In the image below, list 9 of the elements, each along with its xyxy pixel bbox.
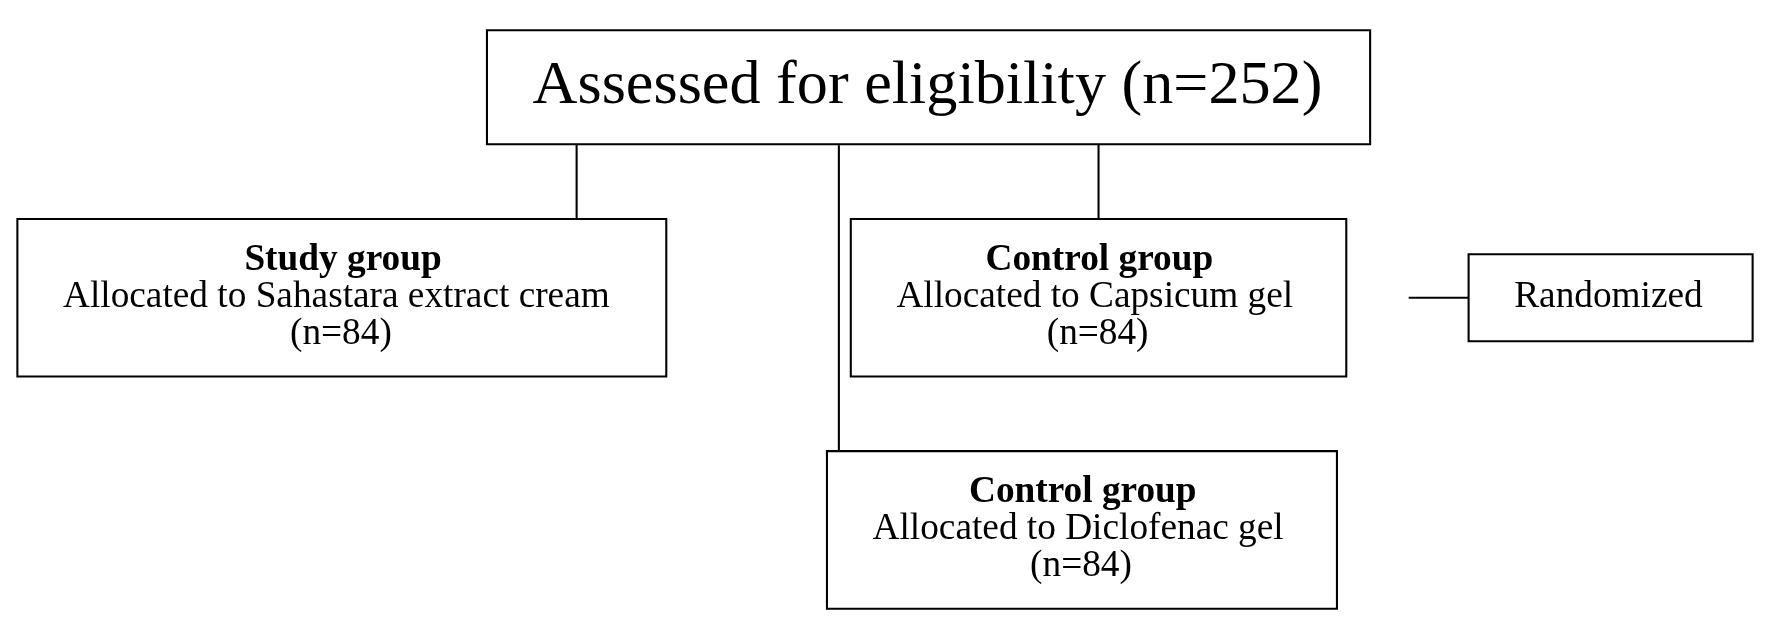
node-box: Assessed for eligibility (n=252) <box>485 28 1371 145</box>
connector <box>1408 296 1468 299</box>
node-box: Control group Allocated to Capsicum gel (n=84) <box>849 217 1347 378</box>
node-box: Randomized <box>1467 252 1754 342</box>
connector <box>575 144 578 218</box>
connector <box>1097 144 1100 218</box>
connector <box>837 144 840 451</box>
node-box: Study group Allocated to Sahastara extract cream (n=84) <box>15 217 667 378</box>
node-box: Control group Allocated to Diclofenac gel (n=84) <box>825 449 1338 610</box>
